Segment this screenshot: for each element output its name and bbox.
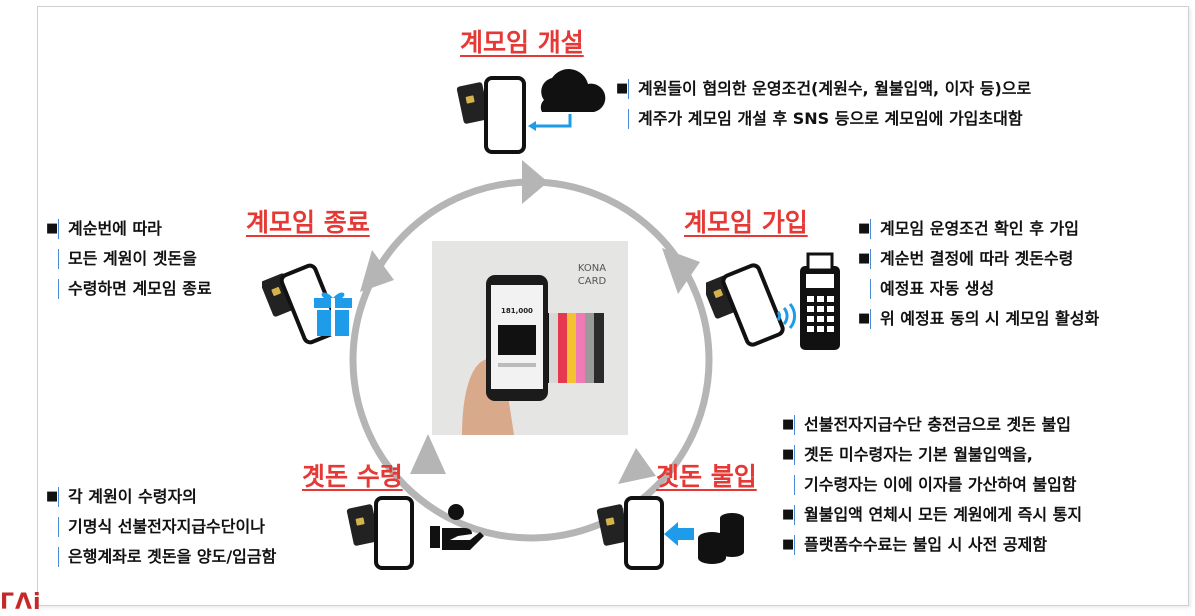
arrow-left-icon: [664, 522, 694, 546]
desc-open: ■계원들이 협의한 운영조건(계원수, 월불입액, 이자 등)으로 계주가 계모…: [616, 79, 1032, 129]
desc-join: ■계모임 운영조건 확인 후 가입 ■계순번 결정에 따라 곗돈수령 예정표 자…: [858, 219, 1100, 329]
desc-open-line-2: 계주가 계모임 개설 후 SNS 등으로 계모임에 가입초대함: [638, 109, 1023, 128]
desc-close-line-3: 수령하면 계모임 종료: [68, 279, 212, 298]
icon-group-receive: [346, 496, 484, 570]
icon-group-pay: [596, 496, 744, 570]
desc-pay: ■선불전자지급수단 충전금으로 곗돈 불입 ■곗돈 미수령자는 기본 월불입액을…: [782, 415, 1083, 555]
arrow-icon: [534, 114, 572, 128]
coin-stack-icon: [698, 513, 744, 564]
cloud-icon: [540, 69, 606, 112]
card-icon: [346, 504, 380, 546]
title-receive: 곗돈 수령: [302, 462, 403, 491]
title-pay: 곗돈 불입: [656, 462, 757, 491]
desc-receive-line-1: 각 계원이 수령자의: [68, 487, 197, 506]
arrowhead-left: [360, 250, 394, 292]
desc-receive-line-2: 기명식 선불전자지급수단이나: [68, 517, 265, 536]
card-icon: [456, 82, 490, 124]
desc-open-line-1: 계원들이 협의한 운영조건(계원수, 월불입액, 이자 등)으로: [638, 79, 1032, 98]
center-photo: KONA CARD 181,000: [432, 241, 628, 435]
desc-close-line-2: 모든 계원이 곗돈을: [68, 249, 197, 268]
phone-icon: [484, 76, 526, 154]
desc-receive-line-3: 은행계좌로 곗돈을 양도/입금함: [68, 547, 277, 566]
arrowhead-bottom-left: [410, 434, 446, 474]
desc-receive: ■각 계원이 수령자의 기명식 선불전자지급수단이나 은행계좌로 곗돈을 양도/…: [46, 487, 277, 567]
arrowhead-top: [522, 160, 548, 204]
desc-pay-line-5: 플랫폼수수료는 불입 시 사전 공제함: [804, 535, 1048, 554]
card-icon: [596, 504, 630, 546]
desc-pay-line-2: 곗돈 미수령자는 기본 월불입액을,: [804, 445, 1033, 464]
brand-line-2: CARD: [578, 276, 607, 287]
desc-join-line-1: 계모임 운영조건 확인 후 가입: [880, 219, 1079, 238]
phone-icon: [624, 496, 664, 570]
icon-group-open: [456, 69, 606, 154]
title-open: 계모임 개설: [460, 28, 584, 57]
title-join: 계모임 가입: [684, 208, 808, 237]
desc-join-line-2: 계순번 결정에 따라 곗돈수령: [880, 249, 1074, 268]
icon-group-join: [706, 252, 840, 350]
arrowhead-right: [662, 248, 700, 294]
desc-join-line-3: 예정표 자동 생성: [880, 279, 995, 298]
icon-group-close: [262, 263, 352, 345]
desc-close-line-1: 계순번에 따라: [68, 219, 162, 238]
desc-pay-line-4: 월불입액 연체시 모든 계원에게 즉시 통지: [804, 505, 1083, 524]
screen-amount: 181,000: [501, 307, 533, 315]
phone-icon: [374, 496, 414, 570]
desc-join-line-4: 위 예정표 동의 시 계모임 활성화: [880, 309, 1100, 328]
brand-line-1: KONA: [578, 263, 606, 274]
title-close: 계모임 종료: [246, 208, 370, 237]
desc-close: ■계순번에 따라 모든 계원이 곗돈을 수령하면 계모임 종료: [46, 219, 212, 299]
desc-pay-line-1: 선불전자지급수단 충전금으로 곗돈 불입: [804, 415, 1071, 434]
card-stack: [540, 313, 604, 383]
nfc-icon: [776, 303, 797, 329]
hand-coin-icon: [430, 504, 484, 550]
phone-icon: [721, 263, 785, 347]
desc-pay-line-3: 기수령자는 이에 이자를 가산하여 불입함: [804, 475, 1077, 494]
arrowhead-bottom-right: [618, 448, 656, 484]
logo-mark: ΓΛi: [0, 590, 42, 615]
